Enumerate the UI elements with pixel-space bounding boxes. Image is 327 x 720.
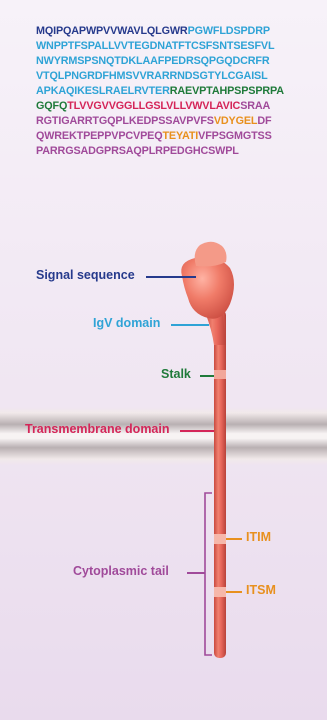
sequence-line: RGTIGARRTGQPLKEDPSSAVPVFSVDYGELDF xyxy=(36,114,324,129)
signal-sequence-pointer xyxy=(146,276,196,278)
stalk-pointer xyxy=(200,375,214,377)
signal-sequence-shape xyxy=(195,242,227,267)
sequence-line: NWYRMSPSNQTDKLAAFPEDRSQPGQDCRFR xyxy=(36,54,324,69)
sequence-line: GQFQTLVVGVVGGLLGSLVLLVWVLAVICSRAA xyxy=(36,99,324,114)
sequence-segment: NWYRMSPSNQTDKLAAFPEDRSQPGQDCRFR xyxy=(36,55,269,67)
sequence-segment: VDYGEL xyxy=(214,115,258,127)
igv-domain-pointer xyxy=(171,324,209,326)
sequence-segment: QWREKTPEPPVPCVPEQ xyxy=(36,130,162,142)
cytoplasmic-tail-label: Cytoplasmic tail xyxy=(73,564,169,578)
sequence-line: APKAQIKESLRAELRVTERRAEVPTAHPSPSPRPA xyxy=(36,84,324,99)
sequence-segment: TEYATI xyxy=(162,130,198,142)
sequence-segment: PARRGSADGPRSAQPLRPEDGHCSWPL xyxy=(36,145,239,157)
itsm-band xyxy=(214,587,226,597)
sequence-line: VTQLPNGRDFHMSVVRARRNDSGTYLCGAISL xyxy=(36,69,324,84)
sequence-segment: VFPSGMGTSS xyxy=(198,130,272,142)
sequence-line: QWREKTPEPPVPCVPEQTEYATIVFPSGMGTSS xyxy=(36,129,324,144)
itim-label: ITIM xyxy=(246,530,271,544)
itsm-label: ITSM xyxy=(246,583,276,597)
transmembrane-domain-pointer xyxy=(180,430,214,432)
protein-stem xyxy=(214,310,226,658)
sequence-segment: RGTIGARRTGQPLKEDPSSAVPVFS xyxy=(36,115,214,127)
sequence-segment: TLVVGVVGGLLGSLVLLVWVLAVIC xyxy=(67,100,240,112)
sequence-segment: MQIPQAPWPVVWAVLQLGWR xyxy=(36,25,188,37)
signal-sequence-label: Signal sequence xyxy=(36,268,135,282)
cytoplasmic-tail-pointer xyxy=(187,572,205,574)
sequence-segment: APKAQIKESLRAELRVTER xyxy=(36,85,170,97)
sequence-segment: GQFQ xyxy=(36,100,67,112)
sequence-segment: WNPPTFSPALLVVTEGDNATFTCSFSNTSESFVL xyxy=(36,40,274,52)
sequence-segment: VTQLPNGRDFHMSVVRARRNDSGTYLCGAISL xyxy=(36,70,268,82)
igv-domain-label: IgV domain xyxy=(93,316,160,330)
sequence-line: PARRGSADGPRSAQPLRPEDGHCSWPL xyxy=(36,144,324,159)
cytoplasmic-tail-bracket xyxy=(205,493,212,655)
transmembrane-domain-label: Transmembrane domain xyxy=(25,422,170,436)
sequence-segment: SRAA xyxy=(240,100,270,112)
stalk-label: Stalk xyxy=(161,367,191,381)
sequence-segment: DF xyxy=(257,115,271,127)
stalk-band xyxy=(214,370,226,379)
sequence-segment: RAEVPTAHPSPSPRPA xyxy=(170,85,284,97)
itsm-pointer xyxy=(226,591,242,593)
sequence-line: WNPPTFSPALLVVTEGDNATFTCSFSNTSESFVL xyxy=(36,39,324,54)
sequence-segment: PGWFLDSPDRP xyxy=(188,25,270,37)
sequence-line: MQIPQAPWPVVWAVLQLGWRPGWFLDSPDRP xyxy=(36,24,324,39)
itim-pointer xyxy=(226,538,242,540)
itim-band xyxy=(214,534,226,544)
